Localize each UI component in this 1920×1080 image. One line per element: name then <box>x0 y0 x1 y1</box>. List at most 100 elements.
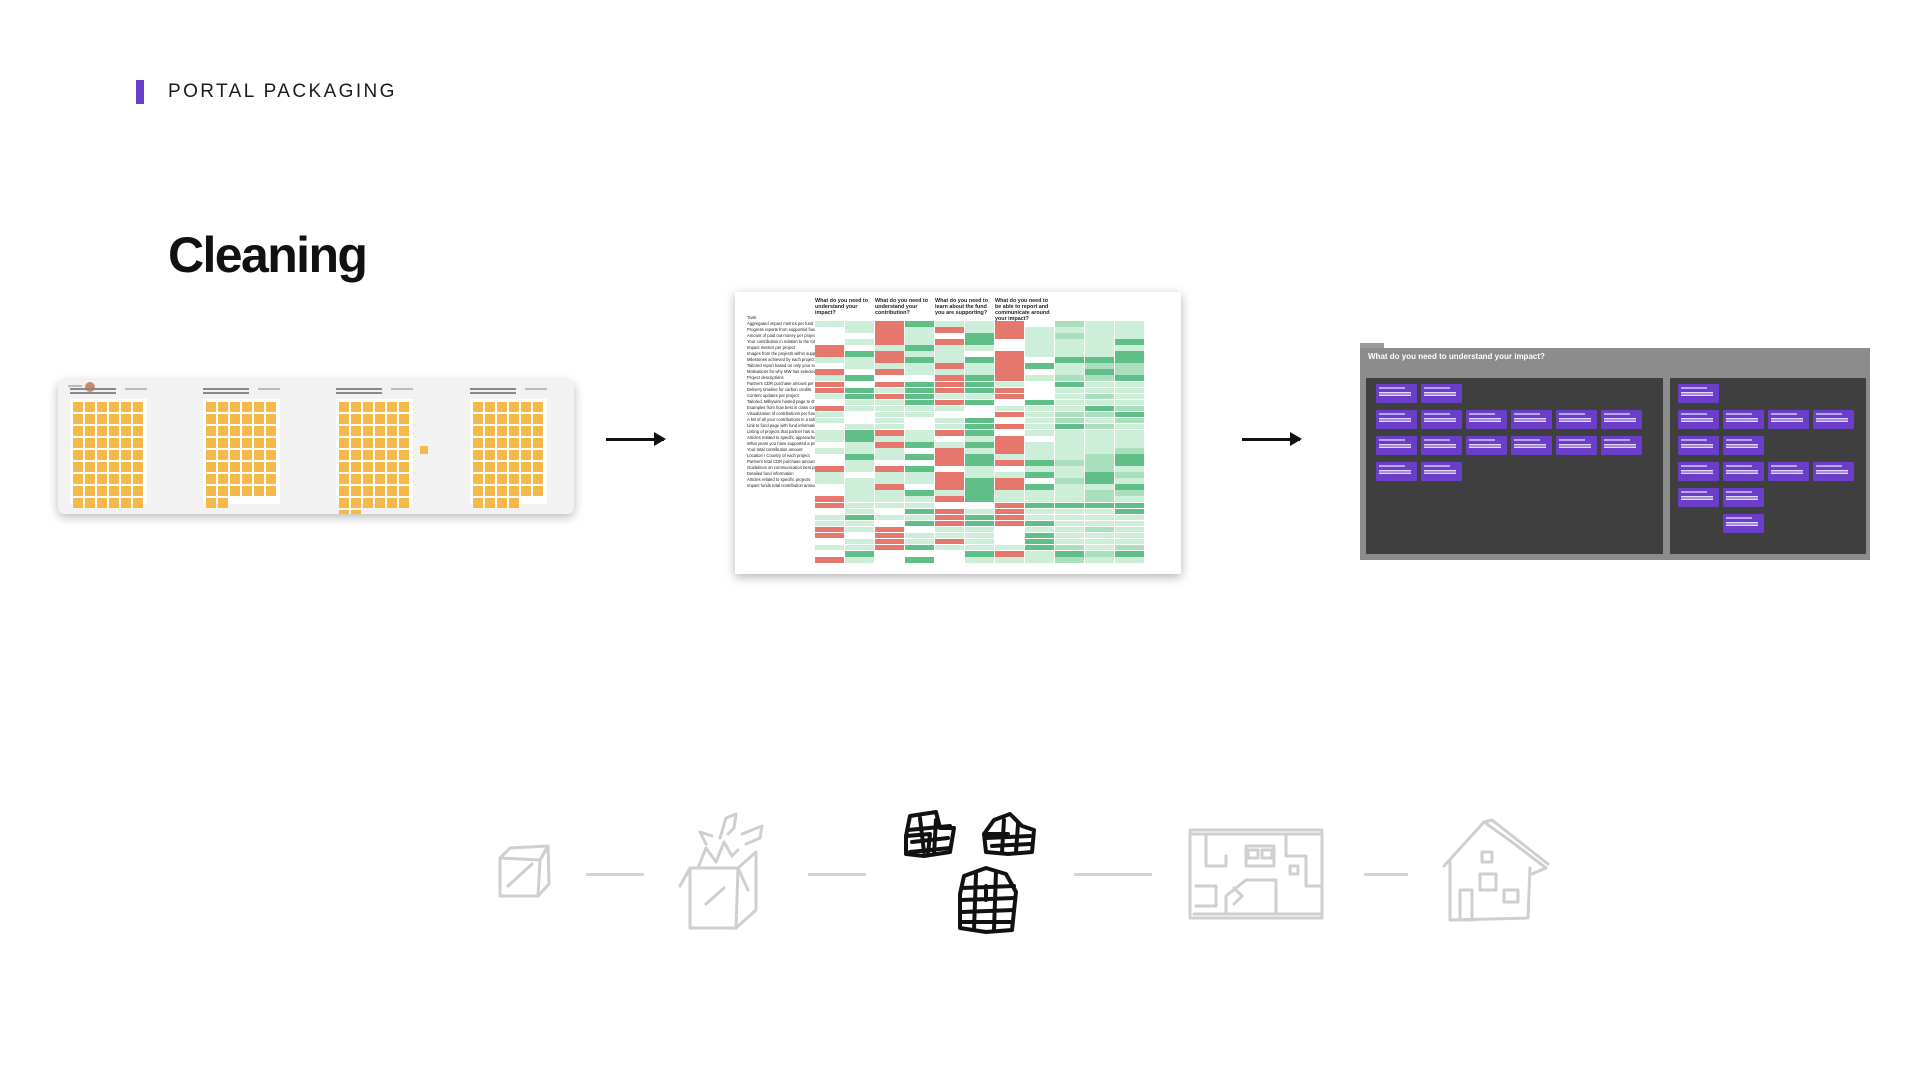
heatmap-cell <box>1055 339 1085 345</box>
heatmap-cell <box>1025 442 1055 448</box>
sticky-note <box>266 414 276 424</box>
heatmap-cell <box>1115 538 1145 545</box>
heatmap-cell <box>935 490 965 497</box>
heatmap-cell <box>1115 369 1145 376</box>
heatmap-cell <box>815 490 845 497</box>
sticky-note <box>485 426 495 436</box>
heatmap-cell <box>1085 508 1115 515</box>
heatmap-cell <box>965 490 995 497</box>
stage-connector <box>586 873 644 876</box>
sticky-note <box>533 486 543 496</box>
heatmap-cell <box>845 478 875 484</box>
cluster-panel <box>1670 378 1866 554</box>
sticky-note <box>473 426 483 436</box>
heatmap-cell <box>815 375 845 382</box>
heatmap-cell <box>845 484 875 490</box>
sticky-note <box>497 426 507 436</box>
heatmap-cell <box>995 435 1025 442</box>
task-row-label: Visualization of contributions per fund <box>747 411 817 416</box>
heatmap-cell <box>1115 532 1145 539</box>
sticky-note <box>497 402 507 412</box>
heatmap-cell <box>875 526 905 533</box>
heatmap-cell <box>875 466 905 472</box>
heatmap-cell <box>995 339 1025 345</box>
heatmap-cell <box>1085 550 1115 557</box>
task-row-label: Tailored, Milkywire hosted page to showc… <box>747 399 817 404</box>
heatmap-cell <box>1085 502 1115 509</box>
question-header: What do you need to understand your cont… <box>875 298 929 316</box>
heatmap-cell <box>1115 526 1145 533</box>
sticky-note <box>85 474 95 484</box>
heatmap-cell <box>1055 490 1085 497</box>
sticky-note <box>254 474 264 484</box>
heatmap-cell <box>875 538 905 545</box>
heatmap-cell <box>1055 423 1085 430</box>
heatmap-cell <box>815 442 845 448</box>
heatmap-cell <box>965 345 995 351</box>
task-row-label: What years you have supported a project <box>747 441 817 446</box>
question-heading <box>70 388 116 396</box>
heatmap-cell <box>935 448 965 454</box>
sticky-note <box>399 462 409 472</box>
sticky-note <box>521 438 531 448</box>
heatmap-cell <box>845 472 875 478</box>
sticky-note <box>351 414 361 424</box>
heatmap-cell <box>995 538 1025 545</box>
heatmap-cell <box>995 454 1025 460</box>
affinity-card <box>1376 462 1417 481</box>
sticky-note <box>497 474 507 484</box>
affinity-card <box>1678 410 1719 429</box>
heatmap-cell <box>935 417 965 424</box>
sticky-note <box>133 474 143 484</box>
task-row-label: Content updates per project <box>747 393 799 398</box>
heatmap-cell <box>1025 502 1055 509</box>
heatmap-cell <box>845 345 875 351</box>
heatmap-cell <box>1115 375 1145 382</box>
heatmap-cell <box>815 381 845 388</box>
sticky-note <box>533 402 543 412</box>
heatmap-cell <box>815 387 845 394</box>
affinity-card <box>1466 410 1507 429</box>
heatmap-cell <box>905 357 935 363</box>
task-row-label: Progress reports from supported funds eg… <box>747 327 817 332</box>
heatmap-cell <box>995 448 1025 454</box>
sticky-note <box>218 402 228 412</box>
heatmap-cell <box>1055 375 1085 382</box>
sticky-notes-board <box>58 380 574 514</box>
sticky-note <box>218 498 228 508</box>
task-row-label: Detailed fund information <box>747 471 794 476</box>
heatmap-cell <box>995 369 1025 376</box>
heatmap-cell <box>875 448 905 454</box>
heatmap-cell <box>905 550 935 557</box>
heatmap-cell <box>1055 417 1085 424</box>
heatmap-cell <box>965 532 995 539</box>
heatmap-cell <box>1055 369 1085 376</box>
heatmap-cell <box>995 520 1025 527</box>
sticky-note <box>254 438 264 448</box>
heatmap-cell <box>815 520 845 527</box>
task-row-label: Listing of projects that partner has sup… <box>747 429 817 434</box>
heatmap-cell <box>815 321 845 327</box>
heatmap-cell <box>845 393 875 400</box>
heatmap-cell <box>845 490 875 497</box>
heatmap-cell <box>905 448 935 454</box>
heatmap-cell <box>935 333 965 339</box>
heatmap-cell <box>1025 454 1055 460</box>
sticky-note <box>497 450 507 460</box>
heatmap-cell <box>1055 532 1085 539</box>
heatmap-cell <box>1025 478 1055 484</box>
sticky-note <box>97 438 107 448</box>
voting-spreadsheet: Task What do you need to understand your… <box>735 292 1181 574</box>
heatmap-cell <box>845 496 875 503</box>
heatmap-cell <box>1055 484 1085 490</box>
heatmap-cell <box>1055 520 1085 527</box>
sticky-note <box>85 402 95 412</box>
unpacking-box-icon <box>676 808 776 937</box>
heatmap-cell <box>815 538 845 545</box>
heatmap-cell <box>935 429 965 436</box>
sticky-note <box>133 426 143 436</box>
sticky-note <box>266 402 276 412</box>
heatmap-cell <box>905 556 935 563</box>
sticky-note <box>509 450 519 460</box>
house-icon <box>1440 816 1552 929</box>
